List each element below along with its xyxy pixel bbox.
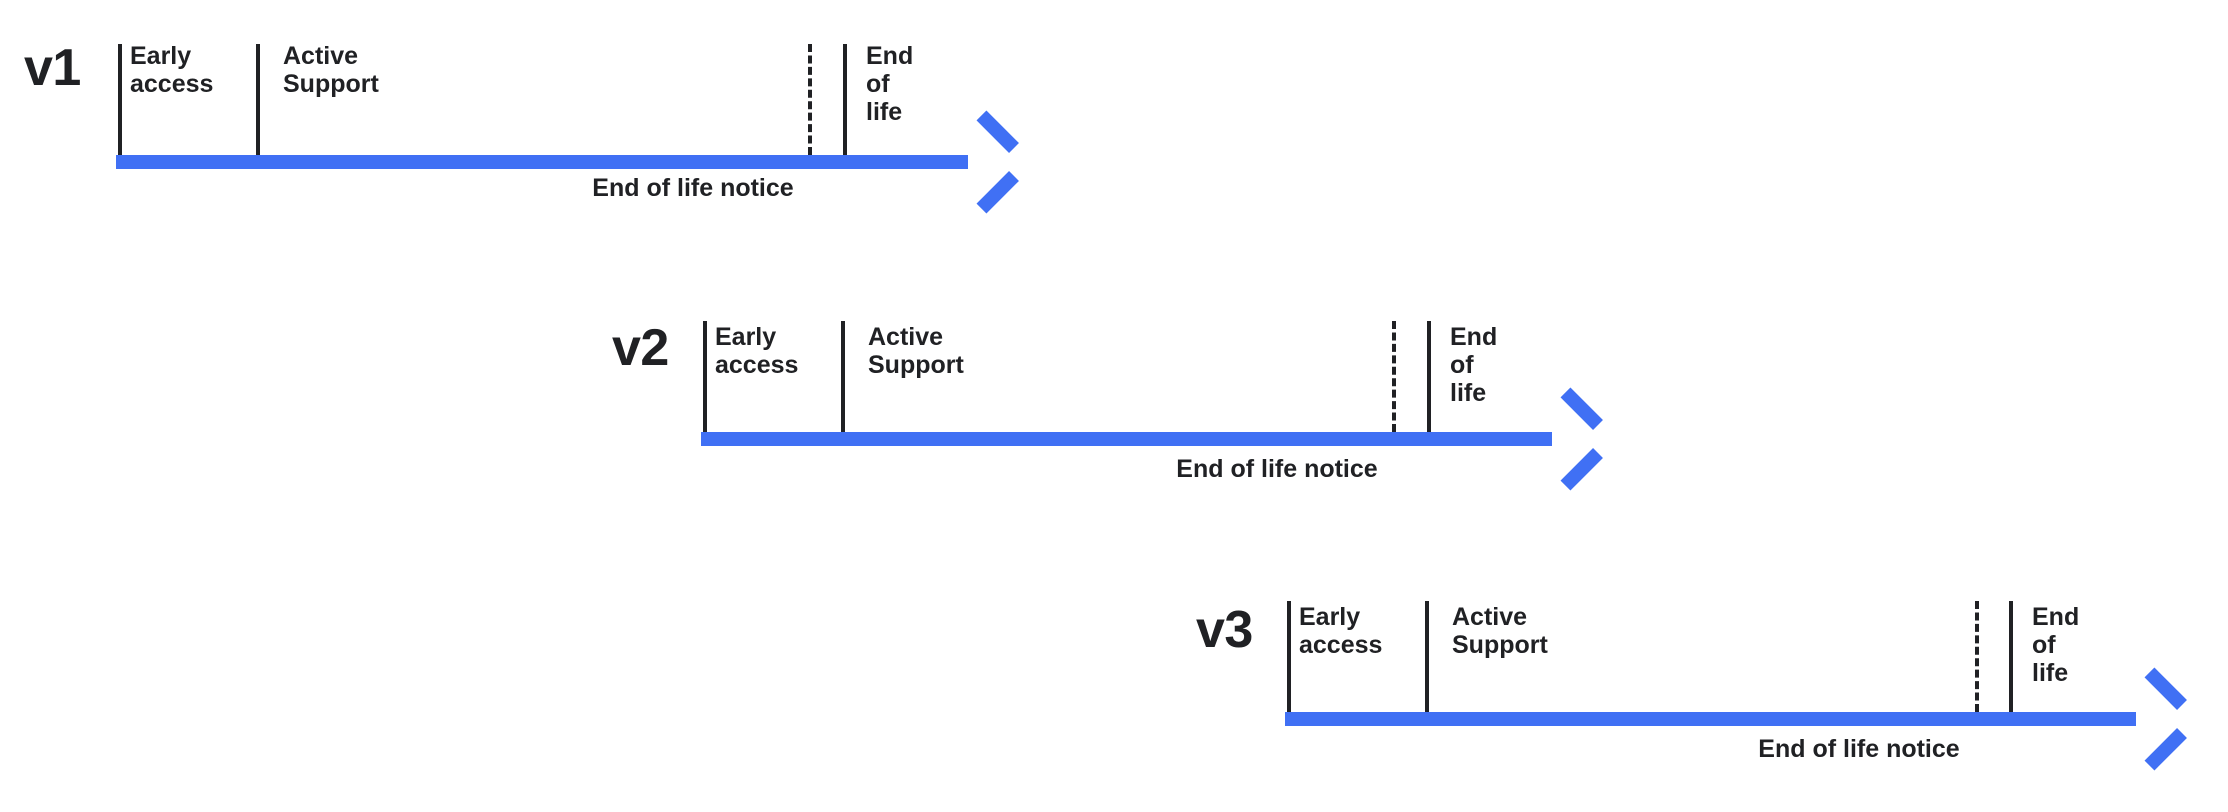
phase-divider-v2-1 bbox=[703, 321, 707, 432]
phase-divider-v3-2 bbox=[1425, 601, 1429, 712]
phase-label-v3-3: End of life bbox=[2032, 603, 2080, 687]
timeline-arrow-head-v1 bbox=[968, 110, 1019, 214]
phase-label-v2-2: Active Support bbox=[868, 323, 964, 379]
phase-label-v3-2: Active Support bbox=[1452, 603, 1548, 659]
phase-label-v2-3: End of life bbox=[1450, 323, 1498, 407]
timeline-bar-v2 bbox=[701, 432, 1552, 446]
timeline-arrow-head-v3 bbox=[2136, 667, 2187, 771]
version-label-v2: v2 bbox=[612, 319, 669, 377]
version-label-v1: v1 bbox=[24, 39, 81, 97]
end-of-life-notice-marker-v2 bbox=[1392, 321, 1396, 432]
phase-label-v1-1: Early access bbox=[130, 42, 214, 98]
version-label-v3: v3 bbox=[1196, 601, 1253, 659]
timeline-bar-v1 bbox=[116, 155, 968, 169]
phase-label-v3-1: Early access bbox=[1299, 603, 1383, 659]
timeline-arrow-head-v2 bbox=[1552, 387, 1603, 491]
end-of-life-notice-marker-v1 bbox=[808, 44, 812, 155]
phase-label-v2-1: Early access bbox=[715, 323, 799, 379]
end-of-life-notice-marker-v3 bbox=[1975, 601, 1979, 712]
end-of-life-notice-label-v3: End of life notice bbox=[1758, 735, 1960, 763]
phase-divider-v1-1 bbox=[118, 44, 122, 155]
phase-divider-v2-2 bbox=[841, 321, 845, 432]
timeline-bar-v3 bbox=[1285, 712, 2136, 726]
end-of-life-divider-v1 bbox=[843, 44, 847, 155]
end-of-life-divider-v2 bbox=[1427, 321, 1431, 432]
end-of-life-notice-label-v2: End of life notice bbox=[1176, 455, 1378, 483]
phase-divider-v1-2 bbox=[256, 44, 260, 155]
end-of-life-notice-label-v1: End of life notice bbox=[592, 174, 794, 202]
end-of-life-divider-v3 bbox=[2009, 601, 2013, 712]
phase-label-v1-2: Active Support bbox=[283, 42, 379, 98]
phase-divider-v3-1 bbox=[1287, 601, 1291, 712]
phase-label-v1-3: End of life bbox=[866, 42, 914, 126]
